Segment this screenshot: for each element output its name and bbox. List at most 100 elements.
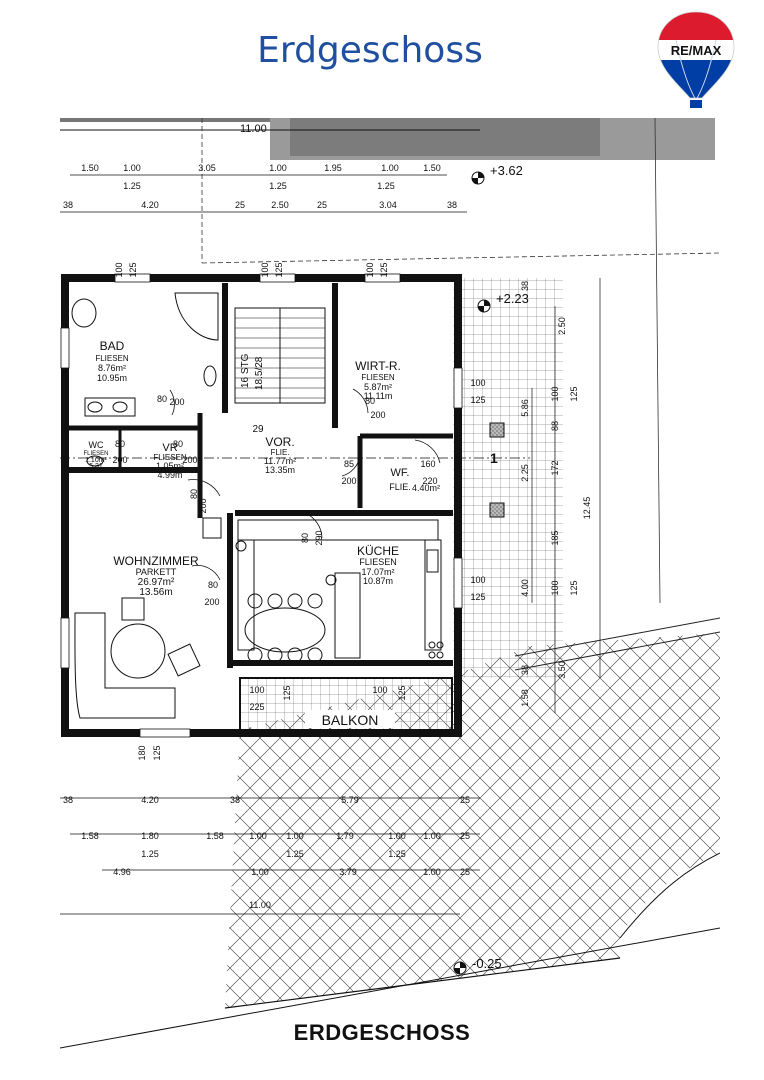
dim-door_labels-0: 80: [157, 394, 167, 404]
dim-window_top-2: 100: [260, 262, 270, 277]
dim-balkon_dims-1: 225: [249, 702, 264, 712]
svg-text:FLIESEN: FLIESEN: [83, 451, 108, 457]
svg-text:FLIESEN: FLIESEN: [95, 354, 129, 363]
svg-text:VR: VR: [162, 442, 177, 454]
room-kueche: KÜCHE FLIESEN 17.07m² 10.87m: [357, 544, 399, 586]
level-bottom: -0.25: [472, 956, 502, 971]
svg-text:11.77m²: 11.77m²: [264, 456, 296, 466]
dim-door_labels-12: 80: [189, 489, 199, 499]
svg-text:FLIESEN: FLIESEN: [153, 453, 187, 462]
door-swings: [169, 388, 441, 581]
dim-right_col_a-7: 125: [569, 580, 579, 595]
dim-bottom_row3-2: 3.79: [339, 867, 357, 877]
svg-text:8.76m²: 8.76m²: [98, 363, 126, 373]
room-wirt-r: WIRT-R. FLIESEN 5.87m² 11.11m: [355, 359, 401, 401]
remax-balloon-logo: RE/MAX: [657, 11, 735, 108]
svg-text:BAD: BAD: [100, 339, 125, 353]
svg-text:1.05m²: 1.05m²: [156, 461, 184, 471]
dim-top_row2-1: 4.20: [141, 200, 159, 210]
dim-door_labels-19: 125: [470, 592, 485, 602]
svg-text:26.97m²: 26.97m²: [138, 577, 175, 588]
svg-text:17.07m²: 17.07m²: [361, 567, 394, 577]
dim-top_row1-6: 1.50: [423, 163, 441, 173]
dim-window_top-5: 125: [379, 262, 389, 277]
dim-bottom_row1-3: 5.79: [341, 795, 359, 805]
stair-label-1: 16 STG: [240, 353, 251, 388]
svg-text:FLIESEN: FLIESEN: [359, 557, 397, 567]
dim-right_col_a-4: 172: [550, 460, 560, 475]
dim-right_col_b-1: 2.25: [520, 464, 530, 482]
staircase: 16 STG 18.5/28: [234, 307, 326, 404]
dim-bottom_overall-0: 11.00: [249, 900, 271, 910]
dim-top_row2-2: 25: [235, 200, 245, 210]
dim-top_row2-0: 38: [63, 200, 73, 210]
dim-right_col_a-8: 3.50: [557, 661, 567, 679]
dim-balkon_dims-4: 125: [397, 685, 407, 700]
room-wf: WF. FLIE.: [389, 467, 411, 492]
svg-text:VOR.: VOR.: [265, 435, 294, 449]
dim-door_labels-10: 160: [420, 459, 435, 469]
dim-bottom_row2-2: 1.58: [206, 831, 224, 841]
room-wf-area: 4.40m²: [412, 483, 440, 493]
dim-bottom_row2-4: 1.00: [286, 831, 304, 841]
dim-top_row1-2: 3.05: [198, 163, 216, 173]
dim-door_labels-14: 80: [300, 533, 310, 543]
dim-bottom_row2-8: 25: [460, 831, 470, 841]
svg-text:11.11m: 11.11m: [364, 391, 393, 401]
svg-text:KÜCHE: KÜCHE: [357, 544, 399, 558]
plan-caption: ERDGESCHOSS: [293, 1020, 471, 1045]
level-top: +3.62: [490, 163, 523, 178]
floor-plan: 11.00: [60, 118, 720, 1049]
room-wohnzimmer: WOHNZIMMER PARKETT 26.97m² 13.56m: [113, 554, 199, 598]
dim-below_balkon-1: 125: [152, 745, 162, 760]
dim-bottom_row3-3: 1.00: [423, 867, 441, 877]
dim-balkon_dims-2: 125: [282, 685, 292, 700]
level-terrace: +2.23: [496, 291, 529, 306]
dim-bottom_row1-4: 25: [460, 795, 470, 805]
dim-door_labels-7: 200: [182, 455, 197, 465]
svg-text:FLIESEN: FLIESEN: [361, 373, 395, 382]
svg-text:5.31: 5.31: [89, 463, 103, 470]
room-vr: VR FLIESEN 1.05m² 4.99m: [153, 442, 187, 480]
dim-top_row1-0: 1.50: [81, 163, 99, 173]
dim-bottom_row1-2: 38: [230, 795, 240, 805]
dim-door_labels-5: 200: [112, 455, 127, 465]
logo-text: RE/MAX: [671, 43, 722, 58]
dim-door_labels-4: 80: [115, 439, 125, 449]
dim-door_labels-11: 220: [422, 476, 437, 486]
dim-right_col_a-0: 2.50: [557, 317, 567, 335]
dim-balkon_dims-3: 100: [372, 685, 387, 695]
dim-bottom_row1-0: 38: [63, 795, 73, 805]
room-wc: WC FLIESEN 1.10m² 5.31: [83, 440, 108, 470]
dim-window_top-0: 100: [114, 262, 124, 277]
svg-text:5.87m²: 5.87m²: [364, 382, 392, 392]
dim-below_balkon-0: 180: [137, 745, 147, 760]
dim-top_row2-6: 38: [447, 200, 457, 210]
dim-door_labels-3: 200: [370, 410, 385, 420]
dim-right_col_c-0: 38: [520, 281, 530, 291]
dim-top_row1b-1: 1.25: [269, 181, 287, 191]
svg-text:10.87m: 10.87m: [363, 576, 393, 586]
stair-label-2: 18.5/28: [254, 356, 265, 390]
dim-top_row1-4: 1.95: [324, 163, 342, 173]
dim-right_col_a-2: 125: [569, 386, 579, 401]
dim-top_row1-1: 1.00: [123, 163, 141, 173]
dim-door_labels-21: 125: [470, 395, 485, 405]
stair-mark: 1: [490, 450, 498, 466]
dim-bottom_row2-6: 1.00: [388, 831, 406, 841]
dim-door_labels-17: 200: [204, 597, 219, 607]
svg-text:FLIE.: FLIE.: [270, 448, 289, 457]
dim-door_labels-9: 200: [341, 476, 356, 486]
dim-bottom_row2-5: 1.79: [336, 831, 354, 841]
furniture: [71, 292, 444, 719]
dim-top_row2-5: 3.04: [379, 200, 397, 210]
dim-right_col_a-5: 185: [550, 530, 560, 545]
dim-right_col_a-3: 88: [550, 421, 560, 431]
dim-top_row2-3: 2.50: [271, 200, 289, 210]
dim-bottom_row2b-2: 1.25: [388, 849, 406, 859]
top-overall-dim: 11.00: [240, 123, 267, 135]
dim-window_top-4: 100: [365, 262, 375, 277]
dim-top_row1-3: 1.00: [269, 163, 287, 173]
dim-window_top-3: 125: [274, 262, 284, 277]
